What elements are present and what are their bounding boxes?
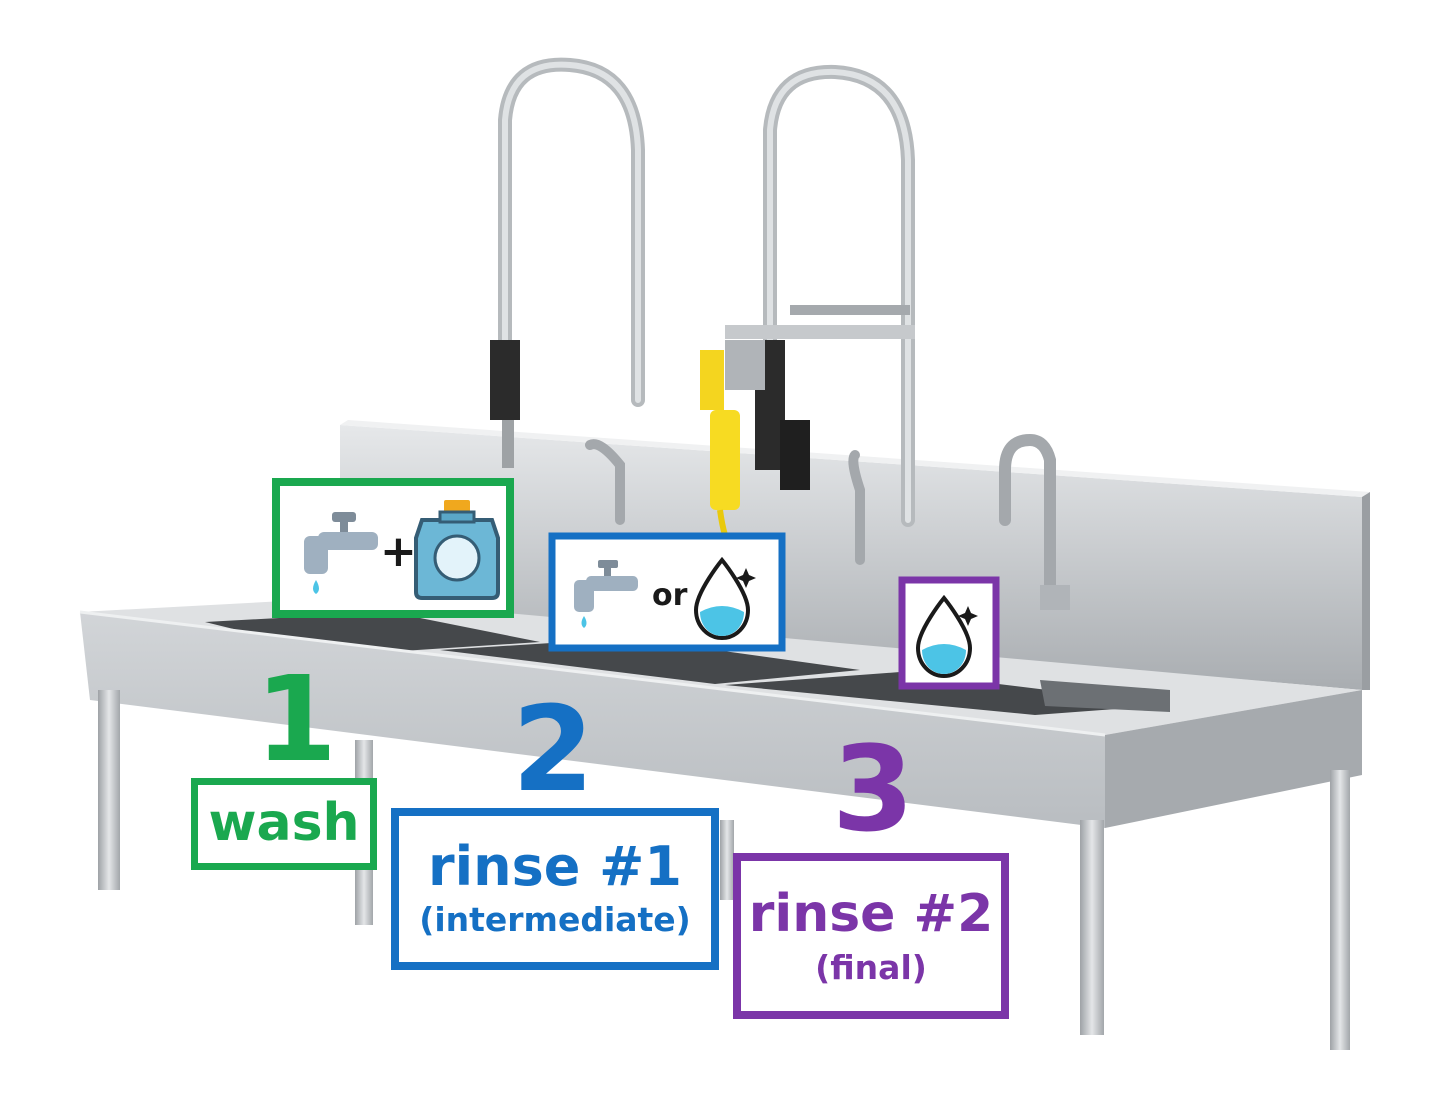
step-3-sublabel: (final) xyxy=(815,948,927,987)
step-2-label-box: rinse #1 (intermediate) xyxy=(391,808,719,970)
step-2-icon-box xyxy=(548,532,786,652)
pre-rinse-faucet-left xyxy=(490,57,645,468)
deck-faucets xyxy=(585,433,1070,610)
svg-text:+: + xyxy=(380,526,417,577)
step-2-label: rinse #1 xyxy=(428,835,682,898)
step-1-number: 1 xyxy=(255,650,338,788)
sanitizer-drop-icon xyxy=(693,556,756,641)
faucet-icon xyxy=(574,560,638,628)
step-1-label: wash xyxy=(208,793,360,853)
step-2-sublabel: (intermediate) xyxy=(419,900,691,939)
step-3-number: 3 xyxy=(832,720,915,858)
step-1-label-box: wash xyxy=(191,778,377,870)
basin-2 xyxy=(440,638,860,684)
sink-front-panel xyxy=(79,610,1362,828)
step-3-icon-box xyxy=(898,576,1000,690)
utensil-rack xyxy=(725,305,915,390)
sanitizer-drop-icon xyxy=(915,594,978,679)
pre-rinse-faucet-right xyxy=(755,64,915,527)
step-2-number: 2 xyxy=(512,680,595,818)
faucet-icon xyxy=(304,512,378,594)
detergent-jug-icon xyxy=(414,500,500,600)
step-3-label: rinse #2 xyxy=(748,884,994,944)
step-3-label-box: rinse #2 (final) xyxy=(733,853,1009,1019)
sink-countertop xyxy=(80,598,1362,735)
yellow-hose xyxy=(700,350,740,536)
step-1-icon-box: + xyxy=(272,478,514,618)
basin-1 xyxy=(205,612,540,655)
or-connector: or xyxy=(652,578,688,613)
